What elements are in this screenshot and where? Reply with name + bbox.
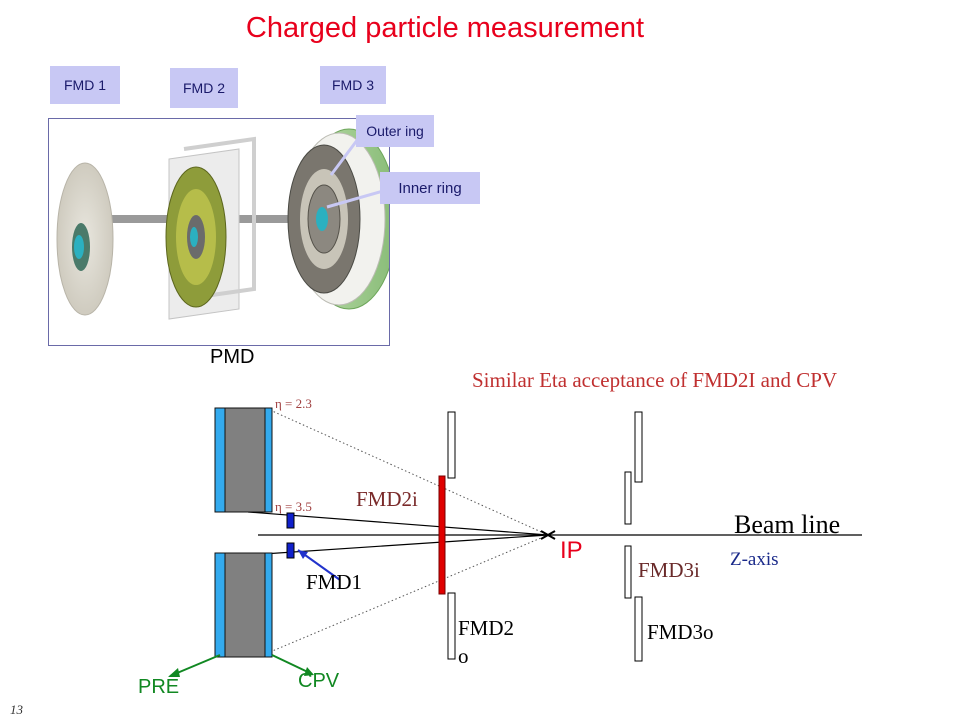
detector-photo bbox=[48, 118, 390, 346]
cpv-arrow bbox=[271, 654, 313, 675]
fmd2i-bar bbox=[438, 475, 446, 595]
pre-plate-bottom bbox=[214, 552, 226, 658]
fmd3-core bbox=[316, 207, 328, 231]
pre-label: PRE bbox=[138, 676, 180, 698]
fmd2o-label-line2: o bbox=[458, 644, 469, 668]
pmd-absorber-bottom bbox=[224, 552, 266, 658]
ip-label: IP bbox=[560, 537, 583, 564]
fmd3-photo-label: FMD 3 bbox=[320, 66, 386, 104]
fmd2-core bbox=[190, 227, 198, 247]
fmd2o-bottom-plate bbox=[447, 592, 456, 660]
fmd2-photo-label: FMD 2 bbox=[170, 68, 238, 108]
pmd-absorber-top bbox=[224, 407, 266, 513]
pre-plate-top bbox=[214, 407, 226, 513]
eta-line-top bbox=[269, 409, 549, 536]
fmd1-block-bottom bbox=[286, 542, 295, 559]
fmd2i-label: FMD2i bbox=[356, 487, 418, 511]
fmd1-hub bbox=[74, 235, 84, 259]
fmd3o-bottom-plate bbox=[634, 596, 643, 662]
acceptance-note: Similar Eta acceptance of FMD2I and CPV bbox=[472, 368, 838, 392]
cpv-plate-bottom bbox=[264, 552, 273, 658]
fmd1-label: FMD1 bbox=[306, 570, 363, 594]
beam-line-label: Beam line bbox=[734, 510, 841, 539]
pmd-ray-bottom bbox=[247, 534, 549, 556]
eta-top-label: η = 2.3 bbox=[275, 396, 312, 411]
cpv-label: CPV bbox=[298, 670, 340, 692]
fmd3i-top-plate bbox=[624, 471, 632, 525]
detector-photo-drawing bbox=[56, 128, 389, 320]
ip-marker bbox=[540, 530, 556, 540]
fmd3o-label: FMD3o bbox=[647, 620, 714, 644]
fmd3o-top-plate bbox=[634, 411, 643, 483]
z-axis-label: Z-axis bbox=[730, 549, 779, 570]
pre-arrowhead bbox=[168, 668, 180, 677]
inner-ring-pointer bbox=[326, 189, 384, 209]
fmd2o-label-line1: FMD2 bbox=[458, 616, 515, 640]
fmd1-photo-label: FMD 1 bbox=[50, 66, 120, 104]
cpv-arrowhead bbox=[304, 667, 314, 676]
fmd1-block-top bbox=[286, 512, 295, 529]
pmd-ray-top bbox=[247, 511, 549, 536]
outer-ring-label: Outer ing bbox=[356, 115, 434, 147]
eta-bottom-label: η = 3.5 bbox=[275, 499, 312, 514]
slide-number: 13 bbox=[10, 702, 23, 717]
inner-ring-label: Inner ring bbox=[380, 172, 480, 204]
cpv-plate-top bbox=[264, 407, 273, 513]
slide-title: Charged particle measurement bbox=[245, 12, 645, 44]
fmd3i-bottom-plate bbox=[624, 545, 632, 599]
fmd3i-label: FMD3i bbox=[638, 558, 700, 582]
pmd-label: PMD bbox=[210, 346, 255, 368]
fmd2-frame-rail bbox=[183, 136, 256, 301]
fmd1-arrowhead bbox=[298, 550, 308, 559]
fmd2o-top-plate bbox=[447, 411, 456, 479]
